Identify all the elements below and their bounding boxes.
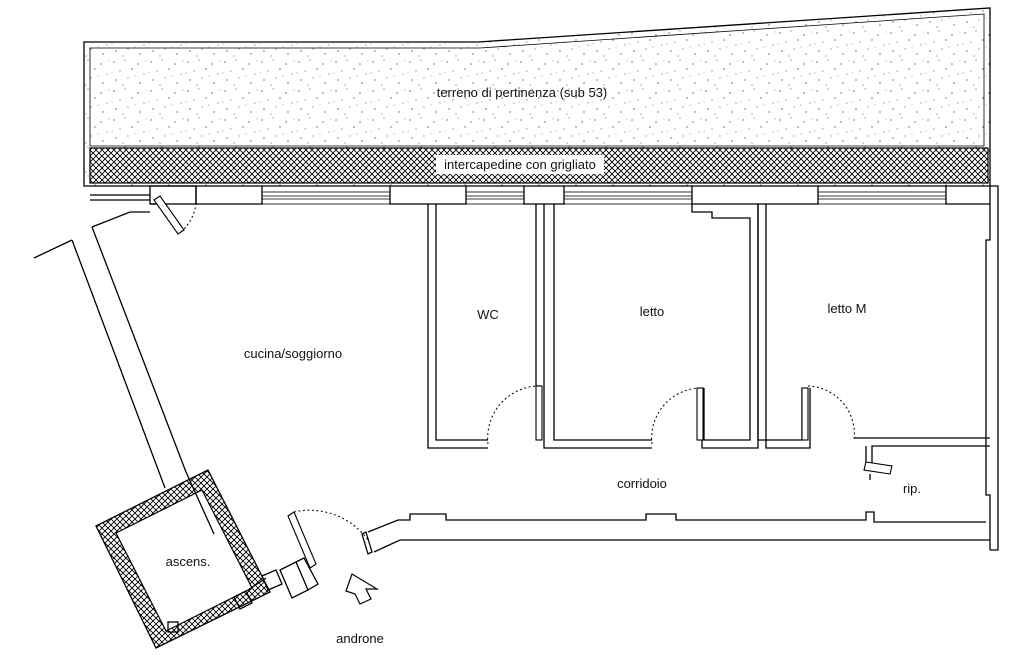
rip-label: rip. [903, 481, 921, 496]
corridoio-label: corridoio [617, 476, 667, 491]
window-1 [261, 191, 391, 205]
window-2 [465, 191, 525, 205]
entrance [185, 471, 990, 610]
letto-m-room [757, 204, 990, 467]
rip-door [863, 446, 893, 480]
wc-label: WC [477, 307, 499, 322]
west-wall [33, 211, 187, 489]
north-wall [90, 185, 999, 551]
letto-room [553, 204, 759, 449]
intercapedine-label-bg [436, 155, 604, 174]
letto-label: letto [640, 304, 665, 319]
terreno-label: terreno di pertinenza (sub 53) [437, 85, 608, 100]
elevator-shaft [95, 469, 271, 649]
wc-room [427, 204, 652, 449]
cucina-label: cucina/soggiorno [244, 346, 342, 361]
ascens-label: ascens. [166, 554, 211, 569]
terreno-area [83, 7, 991, 187]
entrance-arrow-icon [345, 573, 380, 605]
letto-m-label: letto M [827, 301, 866, 316]
intercapedine-label: intercapedine con grigliato [444, 157, 596, 172]
window-4 [817, 191, 947, 205]
androne-label: androne [336, 631, 384, 646]
service-door [150, 195, 197, 235]
window-3 [563, 191, 693, 205]
